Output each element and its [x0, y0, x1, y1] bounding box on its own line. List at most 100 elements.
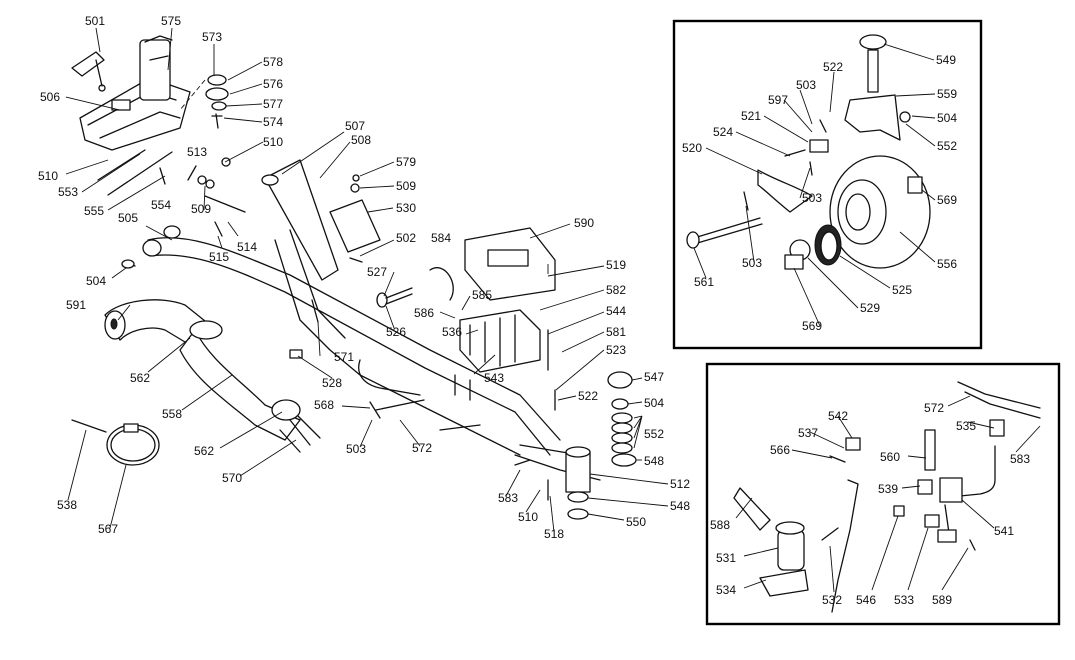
callout-576: 576 [263, 77, 283, 91]
callout-588: 588 [710, 518, 730, 532]
callout-556: 556 [937, 257, 957, 271]
exhaust-elbow-591 [104, 299, 211, 346]
upper-handle-bar-507 [261, 159, 339, 281]
bushing-stack-573 [179, 74, 229, 129]
callout-561: 561 [694, 275, 714, 289]
callout-570: 570 [222, 471, 242, 485]
callout-590: 590 [574, 216, 594, 230]
callout-509: 509 [396, 179, 416, 193]
callout-550: 550 [626, 515, 646, 529]
callout-547: 547 [644, 370, 664, 384]
main-frame-tube [142, 225, 601, 481]
callout-513: 513 [187, 145, 207, 159]
callout-597: 597 [768, 93, 788, 107]
callout-530: 530 [396, 201, 416, 215]
callout-514: 514 [237, 240, 257, 254]
callout-549: 549 [936, 53, 956, 67]
callout-543: 543 [484, 371, 504, 385]
callout-572: 572 [412, 441, 432, 455]
callout-542: 542 [828, 409, 848, 423]
callout-574: 574 [263, 115, 283, 129]
callout-510: 510 [38, 169, 58, 183]
callout-539: 539 [878, 482, 898, 496]
callout-503: 503 [346, 442, 366, 456]
callout-552: 552 [644, 427, 664, 441]
callout-566: 566 [770, 443, 790, 457]
callout-581: 581 [606, 325, 626, 339]
fuel-valve-assembly [733, 381, 1041, 613]
valve-block-536 [459, 309, 541, 373]
callout-558: 558 [162, 407, 182, 421]
callout-518: 518 [544, 527, 564, 541]
callout-535: 535 [956, 419, 976, 433]
fuel-valve-inset-frame [705, 362, 1061, 626]
callout-523: 523 [606, 343, 626, 357]
callout-510: 510 [518, 510, 538, 524]
small-hardware [97, 149, 556, 501]
callout-506: 506 [40, 90, 60, 104]
callout-569: 569 [937, 193, 957, 207]
rod-538 [71, 419, 107, 433]
callout-509: 509 [191, 202, 211, 216]
callout-568: 568 [314, 398, 334, 412]
callout-559: 559 [937, 87, 957, 101]
callout-562: 562 [194, 444, 214, 458]
callout-585: 585 [472, 288, 492, 302]
callout-504: 504 [937, 111, 957, 125]
callout-527: 527 [367, 265, 387, 279]
callout-508: 508 [351, 133, 371, 147]
caster-wheel-inset-frame [672, 19, 983, 350]
caster-wheel-assembly [686, 34, 931, 270]
callout-586: 586 [414, 306, 434, 320]
callout-541: 541 [994, 524, 1014, 538]
callout-577: 577 [263, 97, 283, 111]
callout-583: 583 [1010, 452, 1030, 466]
callout-583: 583 [498, 491, 518, 505]
callout-524: 524 [713, 125, 733, 139]
callout-548: 548 [670, 499, 690, 513]
callout-553: 553 [58, 185, 78, 199]
callout-503: 503 [802, 191, 822, 205]
callout-504: 504 [644, 396, 664, 410]
callout-589: 589 [932, 593, 952, 607]
control-handle-assembly [71, 35, 191, 151]
callout-522: 522 [578, 389, 598, 403]
callout-555: 555 [84, 204, 104, 218]
callout-562: 562 [130, 371, 150, 385]
cover-590 [464, 227, 556, 301]
callout-528: 528 [322, 376, 342, 390]
callout-533: 533 [894, 593, 914, 607]
callout-515: 515 [209, 250, 229, 264]
callout-501: 501 [85, 14, 105, 28]
callout-512: 512 [670, 477, 690, 491]
bolt-527 [376, 287, 413, 308]
callout-567: 567 [98, 522, 118, 536]
callout-537: 537 [798, 426, 818, 440]
callout-572: 572 [924, 401, 944, 415]
callout-503: 503 [742, 256, 762, 270]
callout-504: 504 [86, 274, 106, 288]
spindle-512 [565, 446, 591, 520]
callout-520: 520 [682, 141, 702, 155]
callout-560: 560 [880, 450, 900, 464]
callout-584: 584 [431, 231, 451, 245]
washer-stack-552 [607, 371, 637, 467]
clamp-567 [106, 423, 160, 466]
callout-575: 575 [161, 14, 181, 28]
callout-labels: 501 575 573 578 506 576 577 574 507 510 … [38, 14, 1030, 607]
callout-531: 531 [716, 551, 736, 565]
callout-569: 569 [802, 319, 822, 333]
callout-510: 510 [263, 135, 283, 149]
callout-554: 554 [151, 198, 171, 212]
callout-573: 573 [202, 30, 222, 44]
callout-571: 571 [334, 350, 354, 364]
callout-502: 502 [396, 231, 416, 245]
flex-hose-558 [179, 320, 321, 453]
callout-578: 578 [263, 55, 283, 69]
callout-522: 522 [823, 60, 843, 74]
callout-536: 536 [442, 325, 462, 339]
callout-525: 525 [892, 283, 912, 297]
callout-546: 546 [856, 593, 876, 607]
leader-lines [65, 27, 1041, 593]
